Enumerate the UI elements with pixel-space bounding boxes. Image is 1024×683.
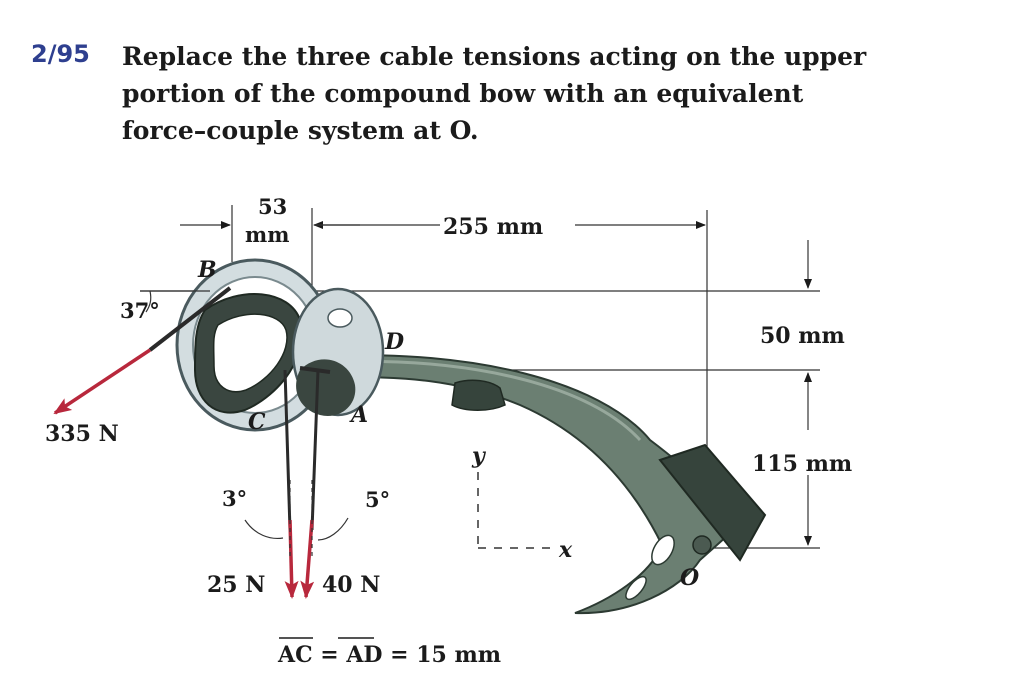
- coordinate-axes: [477, 472, 555, 549]
- cables: [148, 286, 331, 531]
- axis-x-label: x: [558, 537, 573, 563]
- force-335-label: 335 N: [45, 421, 119, 447]
- dim-53-unit: mm: [245, 222, 289, 247]
- dim-115-label: 115 mm: [752, 451, 852, 477]
- dim-255-label: 255 mm: [443, 214, 543, 240]
- angle-indicators: [140, 290, 349, 560]
- figure-note: AC = AD = 15 mm: [277, 642, 501, 668]
- force-arrow-25: [284, 519, 299, 599]
- dim-53-number: 53: [258, 194, 287, 219]
- force-arrows: [53, 348, 315, 599]
- axis-y-label: y: [471, 443, 487, 469]
- statement-line-2: portion of the compound bow with an equi…: [122, 79, 804, 108]
- point-D-label: D: [384, 329, 404, 355]
- statement-line-1: Replace the three cable tensions acting …: [122, 42, 867, 71]
- force-arrow-40: [300, 519, 315, 599]
- angle-5-label: 5°: [365, 487, 390, 512]
- bow-limb: [329, 354, 767, 615]
- force-40-label: 40 N: [322, 572, 380, 598]
- force-arrow-335: [53, 348, 151, 415]
- point-C-label: C: [248, 409, 266, 435]
- dim-50-label: 50 mm: [760, 323, 845, 349]
- small-cam: [291, 287, 385, 417]
- angle-37-label: 37°: [120, 298, 160, 323]
- point-B-label: B: [197, 257, 217, 283]
- problem-statement: Replace the three cable tensions acting …: [122, 38, 902, 149]
- angle-3-label: 3°: [222, 486, 247, 511]
- force-25-label: 25 N: [207, 572, 265, 598]
- point-A-label: A: [349, 402, 368, 428]
- problem-number: 2/95: [31, 40, 90, 68]
- statement-line-3: force–couple system at O.: [122, 116, 479, 145]
- point-O-label: O: [680, 565, 699, 591]
